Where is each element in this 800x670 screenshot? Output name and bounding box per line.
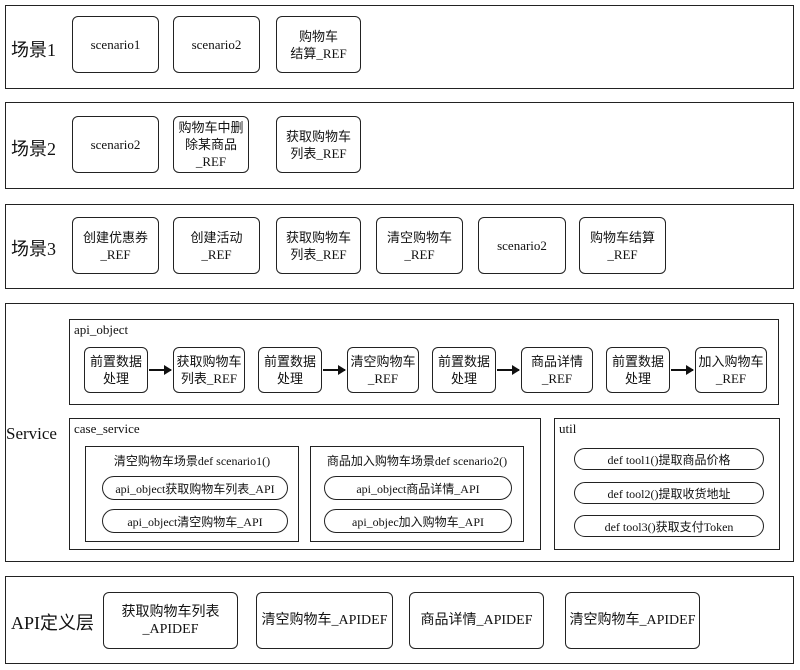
util-item-tool2: def tool2()提取收货地址 — [574, 482, 764, 504]
flow-arrow-2 — [323, 365, 346, 375]
scene1-node-scenario2: scenario2 — [173, 16, 260, 73]
scenario2-group-title: 商品加入购物车场景def scenario2() — [326, 454, 508, 468]
service-layer: Service api_object 前置数据 处理 获取购物车 列表_REF … — [5, 303, 794, 562]
scene2-label: 场景2 — [11, 139, 56, 159]
flow-node-cart-clear: 清空购物车 _REF — [347, 347, 419, 393]
api-node-cart-clear-2: 清空购物车_APIDEF — [565, 592, 700, 649]
case-service-title: case_service — [74, 421, 140, 436]
scene2-node-cart-remove: 购物车中删 除某商品 _REF — [173, 116, 249, 173]
scenario1-group-title: 清空购物车场景def scenario1() — [113, 454, 271, 468]
util-item-tool1: def tool1()提取商品价格 — [574, 448, 764, 470]
api-node-cart-list: 获取购物车列表 _APIDEF — [103, 592, 238, 649]
scene2-layer: 场景2 scenario2 购物车中删 除某商品 _REF 获取购物车 列表_R… — [5, 102, 794, 189]
scene1-node-scenario1: scenario1 — [72, 16, 159, 73]
api-layer-label: API定义层 — [11, 613, 95, 633]
flow-arrow-1 — [149, 365, 172, 375]
api-node-product-detail: 商品详情_APIDEF — [409, 592, 544, 649]
flow-node-prep-2: 前置数据 处理 — [258, 347, 322, 393]
scene3-label: 场景3 — [11, 239, 56, 259]
flow-arrow-4 — [671, 365, 694, 375]
flow-arrow-3 — [497, 365, 520, 375]
service-label: Service — [6, 424, 57, 443]
scenario2-group: 商品加入购物车场景def scenario2() api_object商品详情_… — [310, 446, 524, 542]
api-object-panel: api_object 前置数据 处理 获取购物车 列表_REF 前置数据 处理 … — [69, 319, 779, 405]
scene2-node-cart-list: 获取购物车 列表_REF — [276, 116, 361, 173]
scene3-node-scenario2: scenario2 — [478, 217, 566, 274]
flow-node-prep-4: 前置数据 处理 — [606, 347, 670, 393]
scenario1-group: 清空购物车场景def scenario1() api_object获取购物车列表… — [85, 446, 299, 542]
scene1-layer: 场景1 scenario1 scenario2 购物车 结算_REF — [5, 5, 794, 89]
scene1-label: 场景1 — [11, 40, 56, 60]
util-panel: util def tool1()提取商品价格 def tool2()提取收货地址… — [554, 418, 780, 550]
flow-node-cart-list: 获取购物车 列表_REF — [173, 347, 245, 393]
scene3-node-cart-list: 获取购物车 列表_REF — [276, 217, 361, 274]
scene3-node-activity: 创建活动 _REF — [173, 217, 260, 274]
scenario2-item-add-cart: api_objec加入购物车_API — [324, 509, 512, 533]
scene3-layer: 场景3 创建优惠券 _REF 创建活动 _REF 获取购物车 列表_REF 清空… — [5, 204, 794, 289]
flow-node-add-cart: 加入购物车 _REF — [695, 347, 767, 393]
api-node-cart-clear: 清空购物车_APIDEF — [256, 592, 393, 649]
scenario2-item-product-detail: api_object商品详情_API — [324, 476, 512, 500]
flow-node-product-detail: 商品详情 _REF — [521, 347, 593, 393]
scene3-node-cart-clear: 清空购物车 _REF — [376, 217, 463, 274]
util-title: util — [559, 421, 577, 436]
scene2-node-scenario2: scenario2 — [72, 116, 159, 173]
scenario1-item-cart-list: api_object获取购物车列表_API — [102, 476, 288, 500]
flow-node-prep-1: 前置数据 处理 — [84, 347, 148, 393]
scene3-node-cart-checkout: 购物车结算 _REF — [579, 217, 666, 274]
scenario1-item-cart-clear: api_object清空购物车_API — [102, 509, 288, 533]
api-layer: API定义层 获取购物车列表 _APIDEF 清空购物车_APIDEF 商品详情… — [5, 576, 794, 664]
scene1-node-cart-checkout: 购物车 结算_REF — [276, 16, 361, 73]
api-object-title: api_object — [74, 322, 129, 337]
scene3-node-coupon: 创建优惠券 _REF — [72, 217, 159, 274]
case-service-panel: case_service 清空购物车场景def scenario1() api_… — [69, 418, 541, 550]
flow-node-prep-3: 前置数据 处理 — [432, 347, 496, 393]
util-item-tool3: def tool3()获取支付Token — [574, 515, 764, 537]
